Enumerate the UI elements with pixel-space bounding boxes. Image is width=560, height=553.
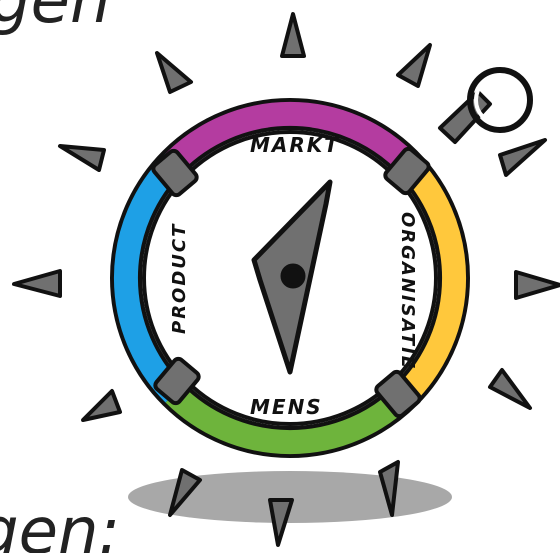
spike-right-lower [490, 370, 530, 408]
spike-left-lower [83, 391, 120, 420]
spike-right-upper [500, 140, 545, 175]
text-fragment-bottom: gen: [0, 495, 120, 553]
label-mens: MENS [250, 395, 323, 419]
label-organisatie: ORGANISATIE [397, 212, 418, 370]
label-markt: MARKT [250, 133, 340, 157]
spike-top [282, 14, 304, 56]
needle-pivot [283, 266, 303, 286]
crown [440, 70, 530, 142]
spike-left [14, 271, 60, 296]
spike-top-left [157, 53, 191, 92]
label-product: PRODUCT [169, 223, 190, 334]
spike-right [516, 272, 560, 298]
spike-top-right [398, 45, 430, 86]
spike-left-upper [60, 146, 104, 170]
text-fragment-top: gen [0, 0, 111, 38]
